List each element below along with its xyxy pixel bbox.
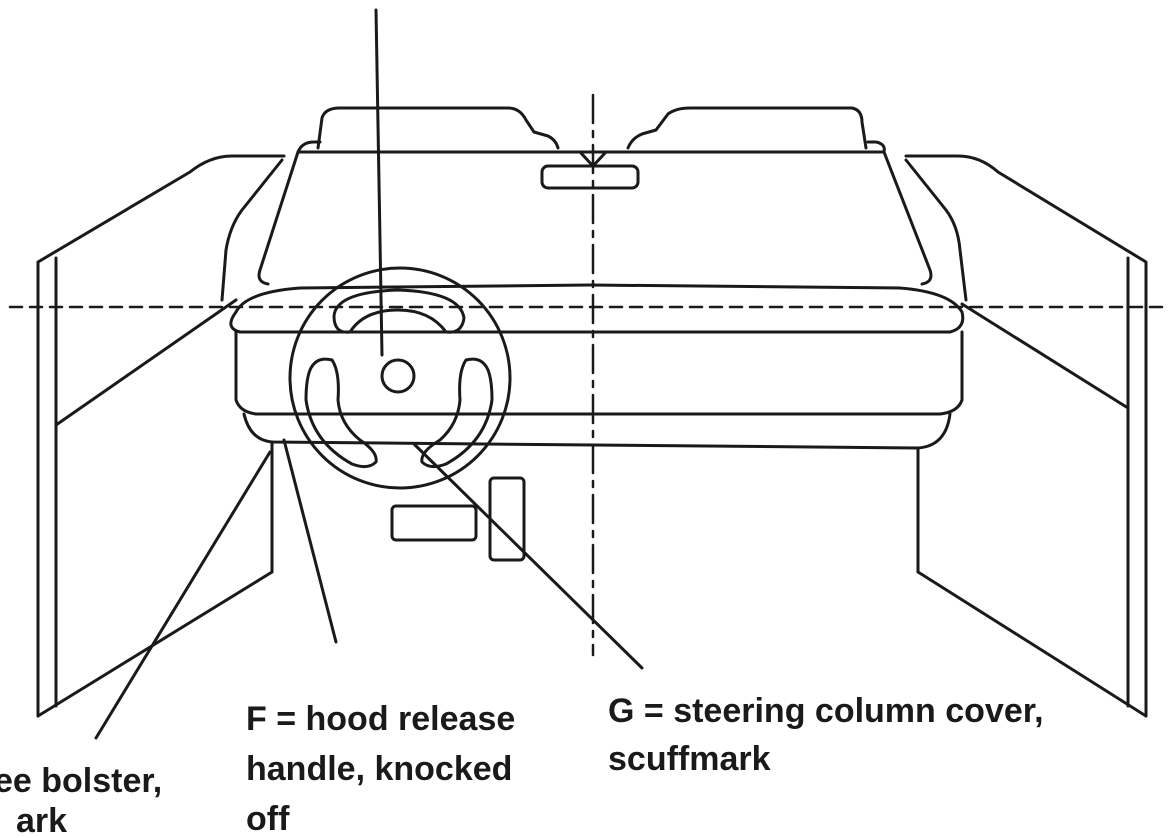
label-f-line3: off — [246, 800, 290, 838]
right-door-lower — [916, 570, 1148, 718]
steering-wheel-left-grip — [304, 357, 378, 469]
label-e-line1: ee bolster, — [0, 762, 162, 800]
rearview-mirror — [540, 164, 640, 190]
steering-wheel-rim — [288, 266, 512, 490]
left-door-lower — [36, 570, 274, 718]
left-headrest — [316, 106, 560, 150]
right-door-frame — [904, 158, 968, 302]
knee-bolster — [242, 412, 952, 450]
dashboard-face — [234, 330, 964, 416]
label-g-line1: G = steering column cover, — [608, 692, 1044, 730]
mirror-stem — [578, 150, 595, 168]
hood-release-handle — [390, 504, 478, 542]
right-door-window-sill — [960, 302, 1130, 410]
windshield-right-pillar — [882, 150, 933, 286]
windshield-corner-left — [296, 140, 322, 154]
mirror-stem-right — [591, 150, 608, 168]
leader-line-top — [374, 8, 384, 357]
leader-line-g — [412, 442, 644, 670]
left-door-upper — [36, 154, 286, 718]
label-e-line2: ark — [16, 802, 67, 838]
steering-wheel-hub — [380, 358, 416, 394]
left-door-frame — [220, 158, 284, 302]
left-door-window-sill — [54, 298, 238, 427]
leader-line-f — [282, 438, 338, 644]
label-f-line2: handle, knocked — [246, 750, 512, 788]
windshield-corner-right — [866, 140, 886, 154]
right-door-upper — [904, 154, 1148, 718]
right-headrest — [626, 106, 868, 150]
dashboard-top — [229, 283, 965, 334]
windshield-left-pillar — [257, 150, 300, 286]
leader-line-e — [94, 450, 272, 740]
label-g-line2: scuffmark — [608, 740, 771, 778]
label-f-line1: F = hood release — [246, 700, 515, 738]
steering-wheel-top-grip — [332, 288, 466, 334]
